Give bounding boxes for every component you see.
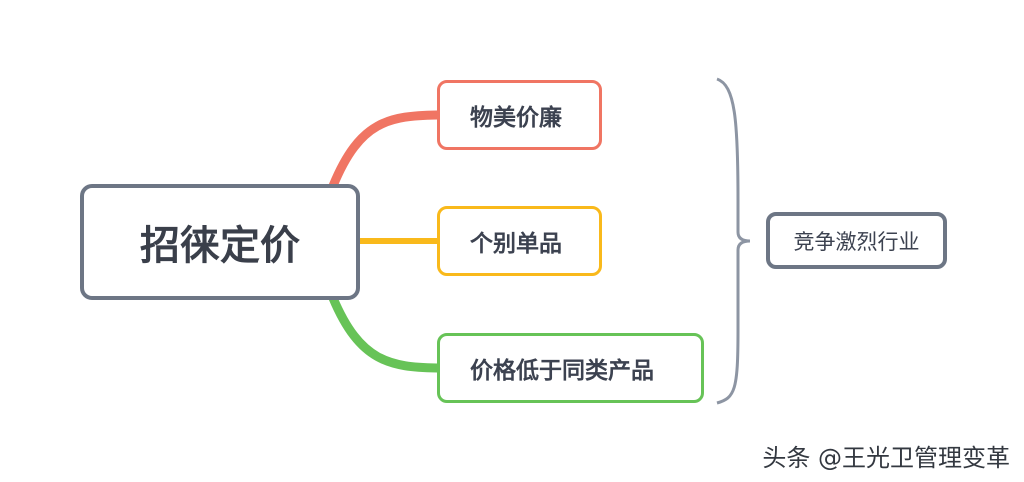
branch-topic-1-label: 物美价廉 xyxy=(470,105,562,131)
connector-branch-1 xyxy=(328,110,442,191)
branch-topic-3[interactable]: 价格低于同类产品 xyxy=(437,333,704,403)
root-topic-label: 招徕定价 xyxy=(140,223,300,269)
summary-topic[interactable]: 竞争激烈行业 xyxy=(766,212,947,269)
branch-topic-2[interactable]: 个别单品 xyxy=(437,206,602,276)
branch-topic-1[interactable]: 物美价廉 xyxy=(437,80,602,150)
root-topic[interactable]: 招徕定价 xyxy=(80,184,360,300)
branch-topic-2-label: 个别单品 xyxy=(470,231,562,257)
watermark-text: 头条 @王光卫管理变革 xyxy=(762,444,1010,472)
branch-topic-3-label: 价格低于同类产品 xyxy=(470,358,654,384)
connector-branch-3 xyxy=(328,293,442,373)
summary-topic-label: 竞争激烈行业 xyxy=(793,229,920,254)
summary-bracket xyxy=(716,77,751,405)
